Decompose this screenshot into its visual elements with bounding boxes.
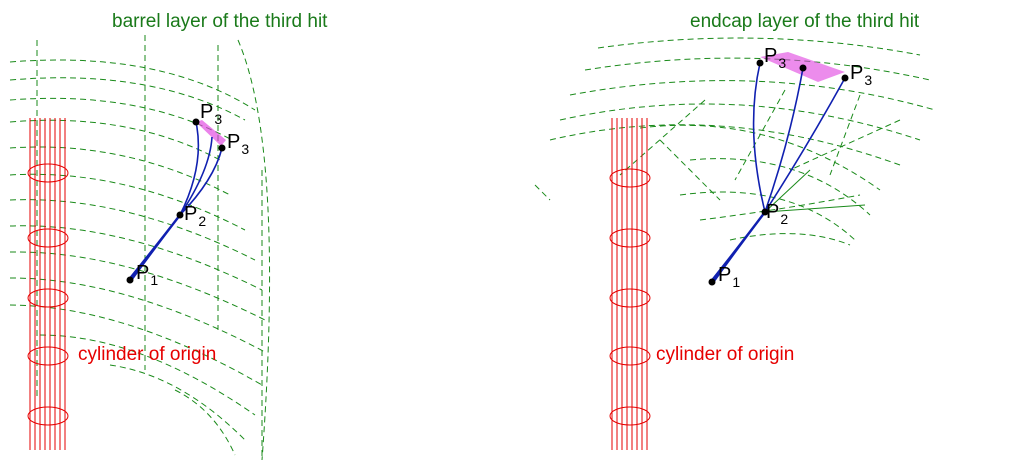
left-panel: P1 P2 P3 P3 barrel layer of the third hi…	[9, 11, 328, 461]
left-label-p3b: P3	[227, 131, 249, 157]
right-point-p3b	[841, 74, 849, 82]
left-title: barrel layer of the third hit	[112, 11, 328, 32]
right-point-p2	[761, 208, 769, 216]
left-point-p3a	[192, 118, 200, 126]
right-label-p2: P2	[766, 201, 788, 227]
right-label-p1: P1	[718, 264, 740, 290]
left-barrel-layer-arcs	[9, 39, 271, 461]
right-endcap-solid-lines	[764, 169, 866, 213]
left-point-p2	[176, 211, 184, 219]
left-tracks	[128, 121, 223, 282]
right-title: endcap layer of the third hit	[690, 11, 920, 32]
left-label-p1: P1	[136, 262, 158, 288]
left-label-p3a: P3	[200, 101, 222, 127]
right-point-p1	[708, 278, 716, 286]
left-origin-cylinder	[27, 118, 69, 450]
left-point-p3b	[218, 144, 226, 152]
left-origin-label: cylinder of origin	[78, 344, 216, 365]
right-tracks	[710, 62, 846, 284]
left-hit-window	[196, 120, 226, 146]
right-origin-cylinder	[609, 118, 651, 450]
right-panel: P1 P2 P3 P3 endcap layer of the third hi…	[534, 11, 936, 450]
right-point-p3a	[756, 59, 764, 67]
right-label-p3b: P3	[850, 62, 872, 88]
left-point-p1	[126, 276, 134, 284]
right-hit-points	[708, 59, 849, 286]
right-label-p3a: P3	[764, 45, 786, 71]
right-endcap-layer-arcs	[534, 37, 936, 246]
left-barrel-layer-lines	[36, 35, 263, 460]
left-hit-points	[126, 118, 226, 284]
right-endcap-radial-lines	[619, 89, 901, 201]
right-point-mid	[799, 64, 807, 72]
left-label-p2: P2	[184, 203, 206, 229]
right-origin-label: cylinder of origin	[656, 344, 794, 365]
